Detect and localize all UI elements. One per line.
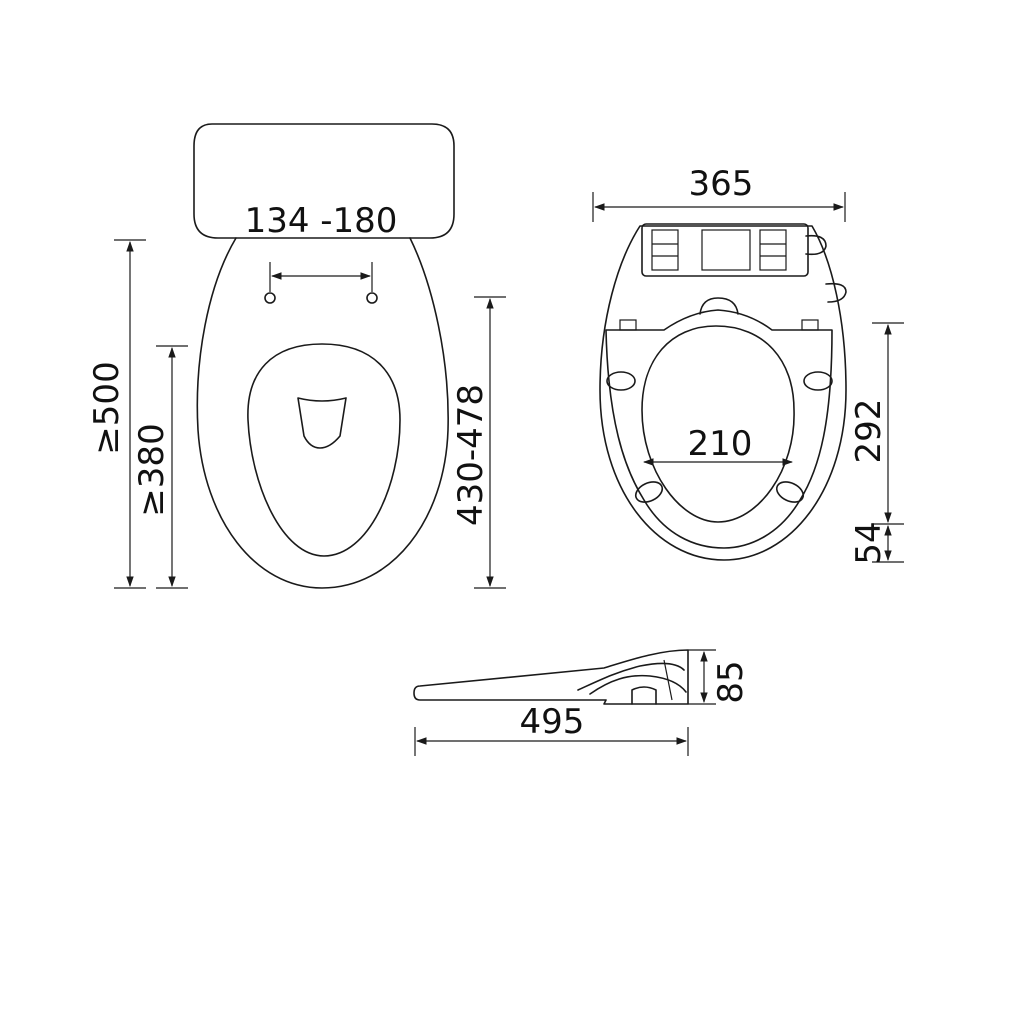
seat-side-profile [413, 649, 689, 705]
bolt-hole-right [366, 292, 378, 304]
seat-bumper-front-right [775, 481, 805, 503]
seat-side-hinge-detail [631, 686, 657, 705]
seat-top-view: 365 210 292 54 [592, 164, 904, 565]
toilet-bowl-opening [247, 343, 401, 557]
dim-inner-width-label: 210 [688, 424, 753, 464]
seat-side-knob-top [805, 234, 827, 256]
seat-bumper-front-left [634, 481, 664, 503]
seat-outer-outline [599, 225, 847, 561]
dim-min-length-label: ≥500 [87, 361, 127, 454]
dim-seat-width: 365 [592, 164, 846, 222]
dim-inner-length: 292 [849, 322, 904, 525]
dim-seat-height-label: 85 [711, 660, 751, 703]
dim-bowl-length-label: 430-478 [451, 384, 491, 526]
toilet-top-view: 134 -180 ≥500 ≥380 430-478 [87, 123, 506, 589]
seat-side-notch [663, 659, 673, 701]
dim-inner-width: 210 [642, 424, 794, 466]
dim-inner-length-label: 292 [849, 399, 889, 464]
seat-hinge-housing [641, 223, 809, 277]
seat-side-curve-lower [589, 674, 687, 695]
seat-inner-opening [641, 325, 795, 523]
dim-min-seat-length: ≥380 [132, 345, 188, 589]
seat-hinge-center [701, 229, 751, 271]
dim-rear-offset-label: 54 [849, 521, 889, 564]
dim-bolt-spacing: 134 -180 [245, 201, 398, 292]
seat-center-bump [699, 297, 739, 315]
seat-tab-right [801, 319, 819, 331]
dim-min-seat-length-label: ≥380 [132, 423, 172, 516]
dim-seat-length: 495 [414, 702, 689, 756]
seat-bumper-rear-left [606, 371, 636, 391]
dim-seat-height: 85 [688, 649, 751, 705]
dim-bowl-length: 430-478 [451, 296, 506, 589]
dim-bolt-spacing-label: 134 -180 [245, 201, 398, 241]
seat-tab-left [619, 319, 637, 331]
toilet-bowl-outline [196, 237, 449, 589]
seat-hinge-right [759, 229, 787, 271]
seat-side-knob-bottom [825, 282, 847, 303]
dim-rear-offset: 54 [849, 521, 904, 565]
seat-side-curve-upper [577, 662, 685, 691]
toilet-tank [193, 123, 455, 239]
toilet-drain [297, 397, 347, 449]
seat-hinge-left [651, 229, 679, 271]
seat-inner-frame [605, 309, 833, 549]
seat-bumper-rear-right [803, 371, 833, 391]
seat-side-view: 85 495 [413, 649, 751, 756]
dim-seat-length-label: 495 [520, 702, 585, 742]
dim-min-length: ≥500 [87, 239, 146, 589]
bolt-hole-left [264, 292, 276, 304]
dim-seat-width-label: 365 [689, 164, 754, 204]
